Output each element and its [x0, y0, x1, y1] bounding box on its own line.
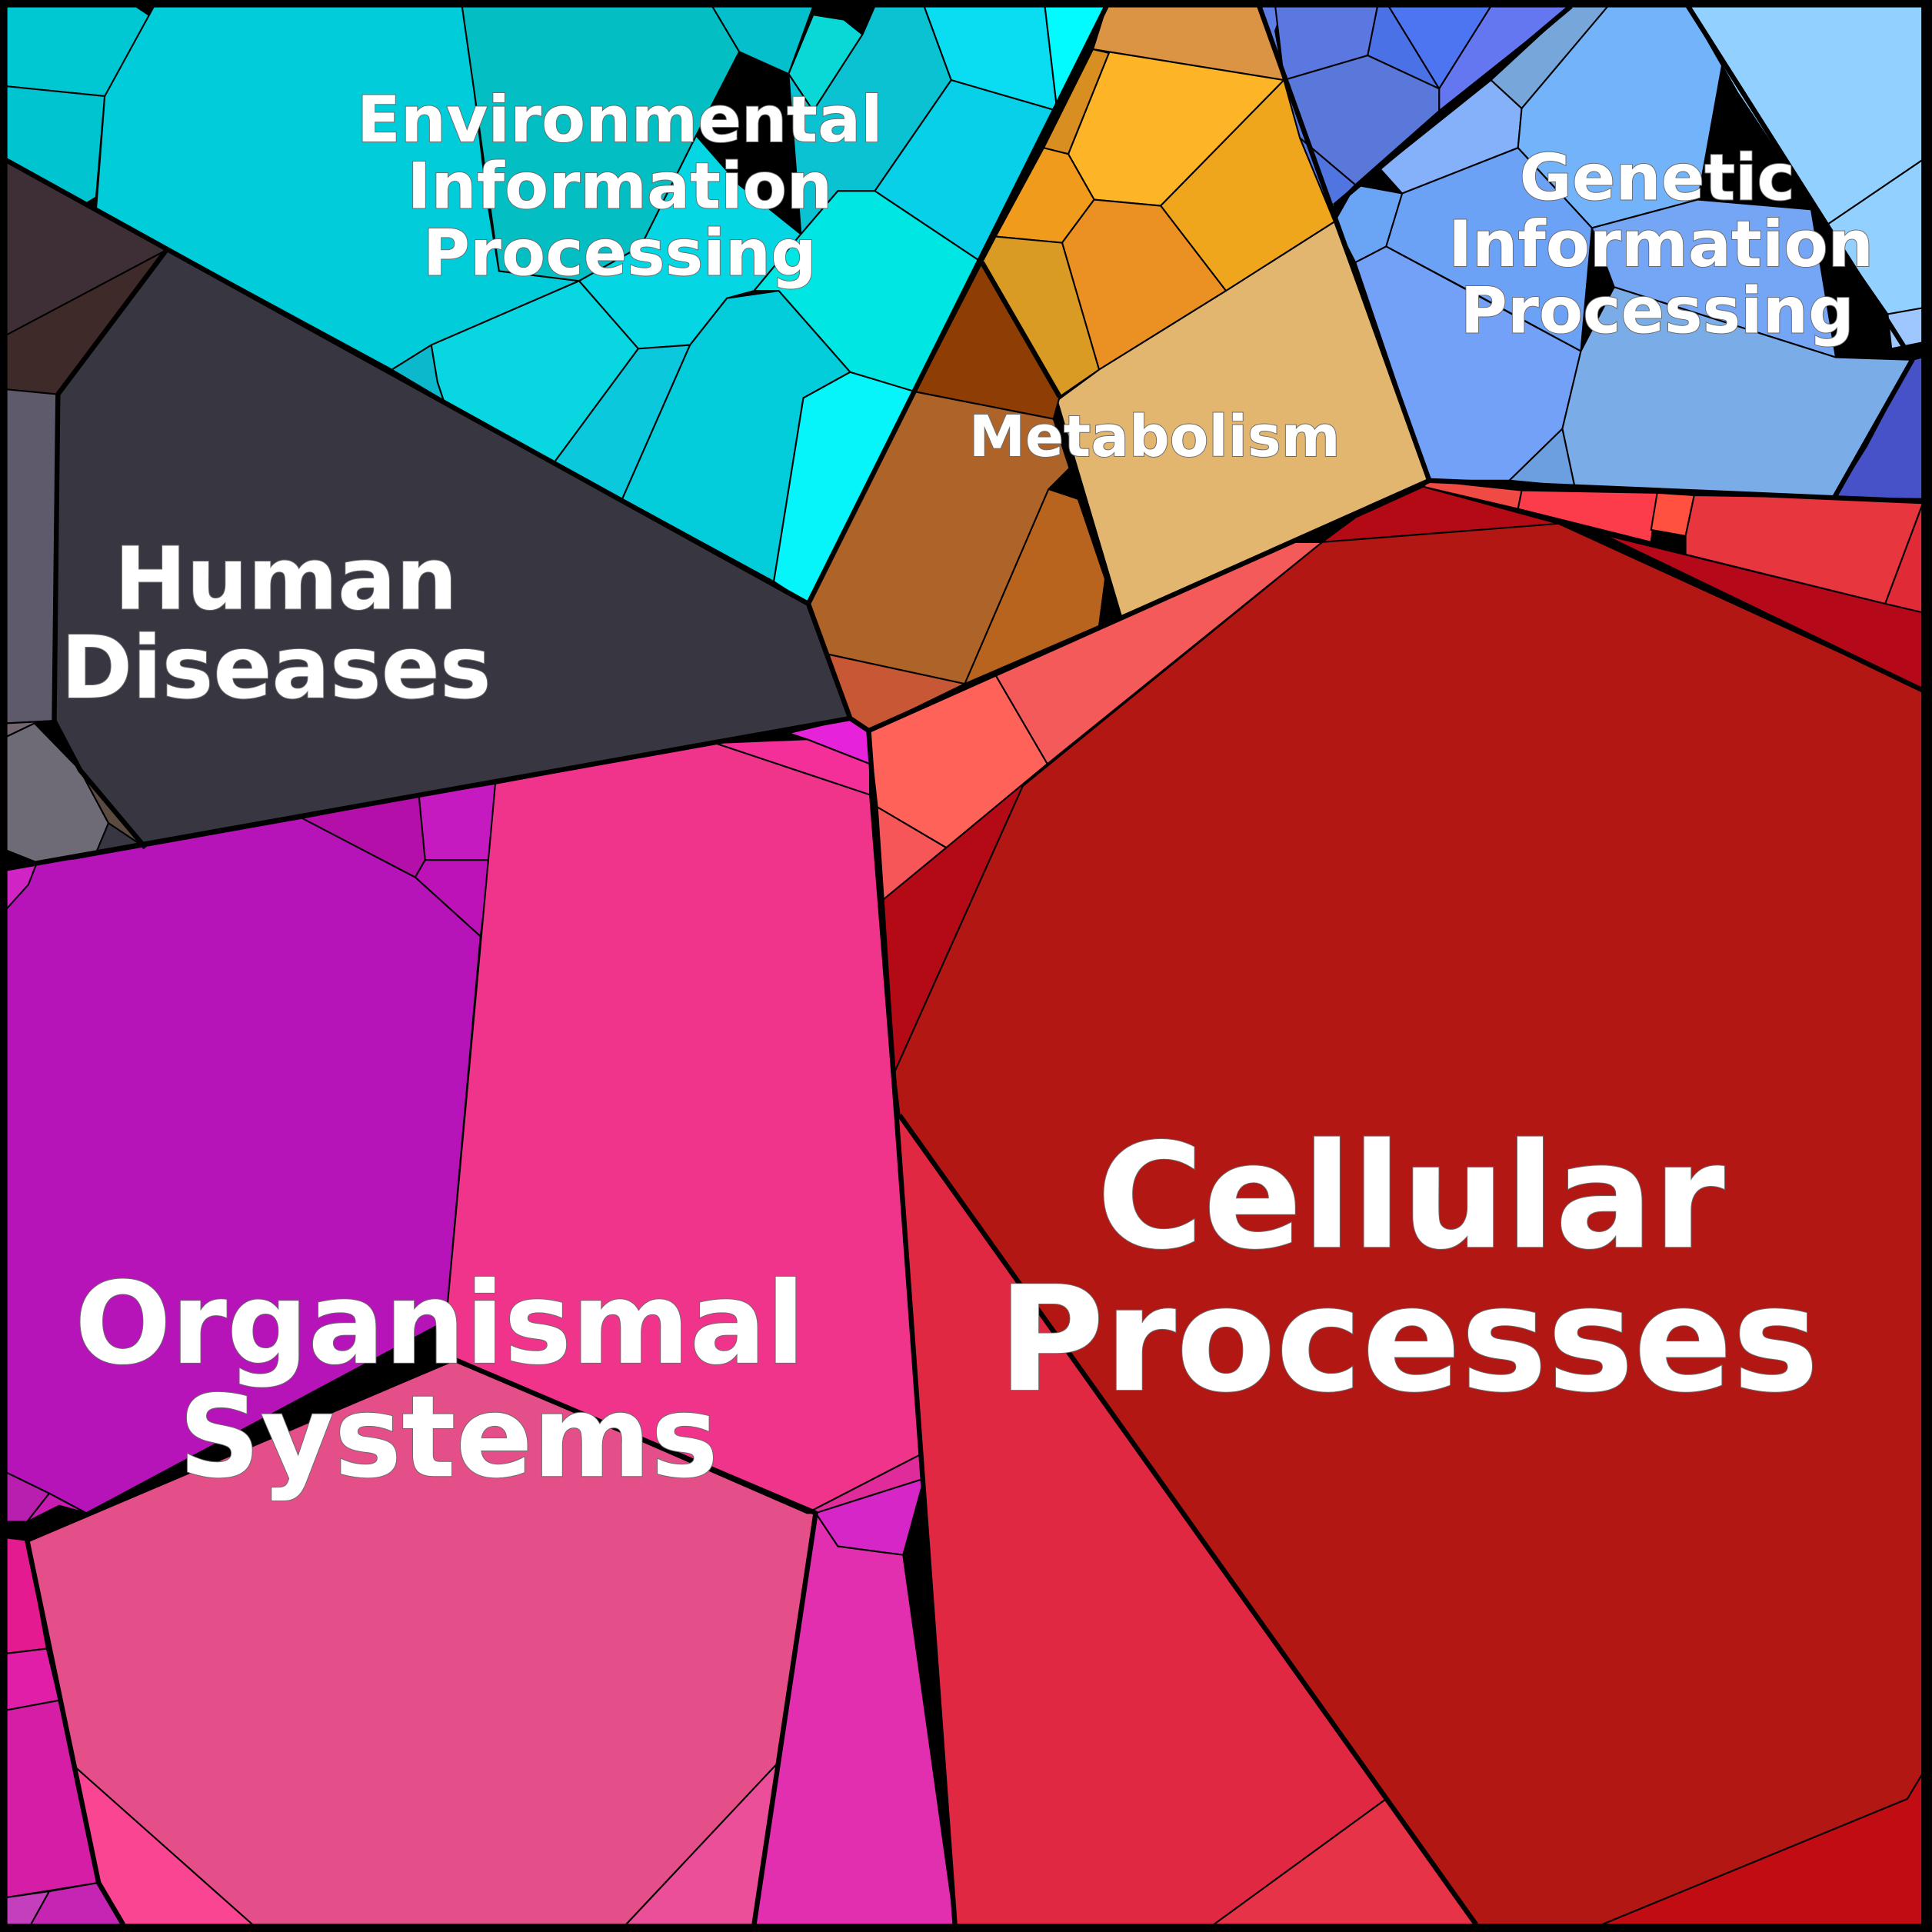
label-cellular-processes: Cellular Processes	[997, 1111, 1820, 1425]
label-line: Systems	[178, 1371, 718, 1503]
label-environmental-information-processing: Environmental Information Processing	[356, 82, 884, 291]
label-line: Metabolism	[969, 405, 1341, 470]
label-genetic-information-processing: Genetic Information Processing	[1447, 140, 1874, 349]
label-human-diseases: Human Diseases	[60, 528, 491, 718]
label-line: Human	[115, 529, 458, 629]
label-metabolism: Metabolism	[968, 404, 1341, 471]
label-line: Processing	[1461, 274, 1854, 348]
label-line: Organismal	[75, 1257, 805, 1390]
label-line: Processing	[423, 215, 817, 290]
region-cellular-processes	[868, 479, 1924, 1926]
label-line: Genetic	[1520, 141, 1795, 215]
region-genetic-information-processing	[1258, 5, 1924, 500]
region-human-diseases	[5, 159, 851, 864]
label-line: Diseases	[61, 618, 491, 718]
region-metabolism	[807, 5, 1431, 732]
label-line: Cellular	[1097, 1112, 1725, 1281]
region-organismal-systems	[5, 717, 956, 1926]
label-line: Information	[407, 149, 832, 224]
major-boundaries	[5, 4, 1924, 1927]
label-line: Processes	[998, 1255, 1819, 1424]
label-line: Environmental	[357, 82, 883, 157]
label-organismal-systems: Organismal Systems	[74, 1257, 806, 1504]
label-line: Information	[1448, 207, 1874, 281]
